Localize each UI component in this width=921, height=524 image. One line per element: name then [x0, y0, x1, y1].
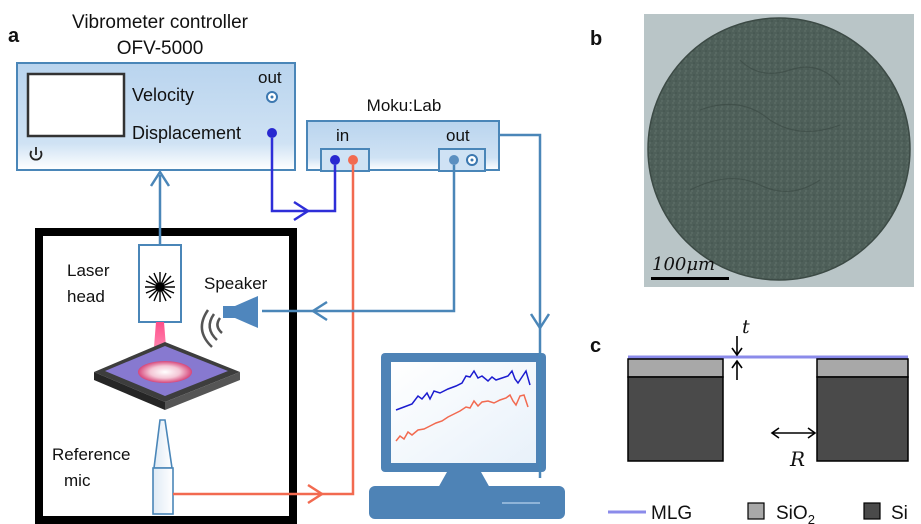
controller-out-label: out: [258, 68, 282, 87]
speaker-icon: [223, 296, 258, 328]
reference-mic: [153, 419, 173, 469]
moku-title: Moku:Lab: [367, 96, 442, 115]
controller-display: [26, 72, 126, 138]
displacement-to-moku-line: [270, 138, 337, 222]
displacement-label: Displacement: [132, 123, 241, 143]
scale-bar-label: 100μm: [652, 254, 715, 275]
legend-si-swatch: [863, 502, 881, 520]
panel-label-c: c: [590, 335, 601, 357]
moku-out-panel: [438, 148, 486, 172]
panel-label-b: b: [590, 28, 602, 50]
spectrum-blue: [395, 369, 531, 411]
radius-arrow: [770, 427, 817, 439]
si-left: [627, 376, 724, 462]
speaker-label: Speaker: [204, 274, 268, 293]
velocity-label: Velocity: [132, 85, 194, 105]
moku-to-monitor-line: [499, 133, 551, 478]
t-label: t: [742, 316, 750, 338]
monitor-screen: [391, 362, 536, 463]
panel-label-a: a: [8, 25, 20, 47]
moku-out1-port: [449, 155, 459, 165]
reference-to-moku-line: [173, 165, 355, 505]
vibrometer-to-controller-line: [149, 169, 171, 245]
controller-title-line2: OFV-5000: [117, 38, 204, 59]
sample-hole: [138, 361, 192, 383]
monitor-base: [369, 486, 565, 519]
moku-in2-port: [348, 155, 358, 165]
thickness-arrows: [731, 336, 743, 380]
reference-label-line1: Reference: [52, 445, 130, 464]
sio2-left: [627, 358, 724, 378]
sio2-right: [816, 358, 909, 378]
moku-in-label: in: [336, 126, 349, 145]
enclosure: [35, 228, 297, 524]
moku-in1-port: [330, 155, 340, 165]
moku-to-speaker-line: [262, 165, 456, 322]
moku-in-panel: [320, 148, 370, 172]
laser-burst-icon: [145, 272, 175, 302]
reference-label-line2: mic: [64, 471, 91, 490]
scale-bar: [651, 277, 729, 280]
laser-head-label-line2: head: [67, 287, 105, 306]
moku-out-label: out: [446, 126, 470, 145]
r-label: R: [789, 447, 805, 471]
membrane-disk: [648, 18, 910, 280]
legend-mlg-label: MLG: [651, 503, 692, 524]
spectrum-red: [395, 393, 529, 442]
sound-waves-icon: [200, 309, 223, 348]
displacement-port: [267, 128, 277, 138]
laser-head-label-line1: Laser: [67, 261, 110, 280]
si-right: [816, 376, 909, 462]
legend-sio2-label: SiO2: [776, 503, 815, 524]
power-icon: [29, 147, 43, 161]
controller-title-line1: Vibrometer controller: [72, 12, 249, 33]
monitor: [369, 353, 565, 519]
legend-sio2-swatch: [747, 502, 765, 520]
legend-si-label: Si: [891, 503, 908, 524]
legend: MLG SiO2 Si: [608, 502, 908, 524]
